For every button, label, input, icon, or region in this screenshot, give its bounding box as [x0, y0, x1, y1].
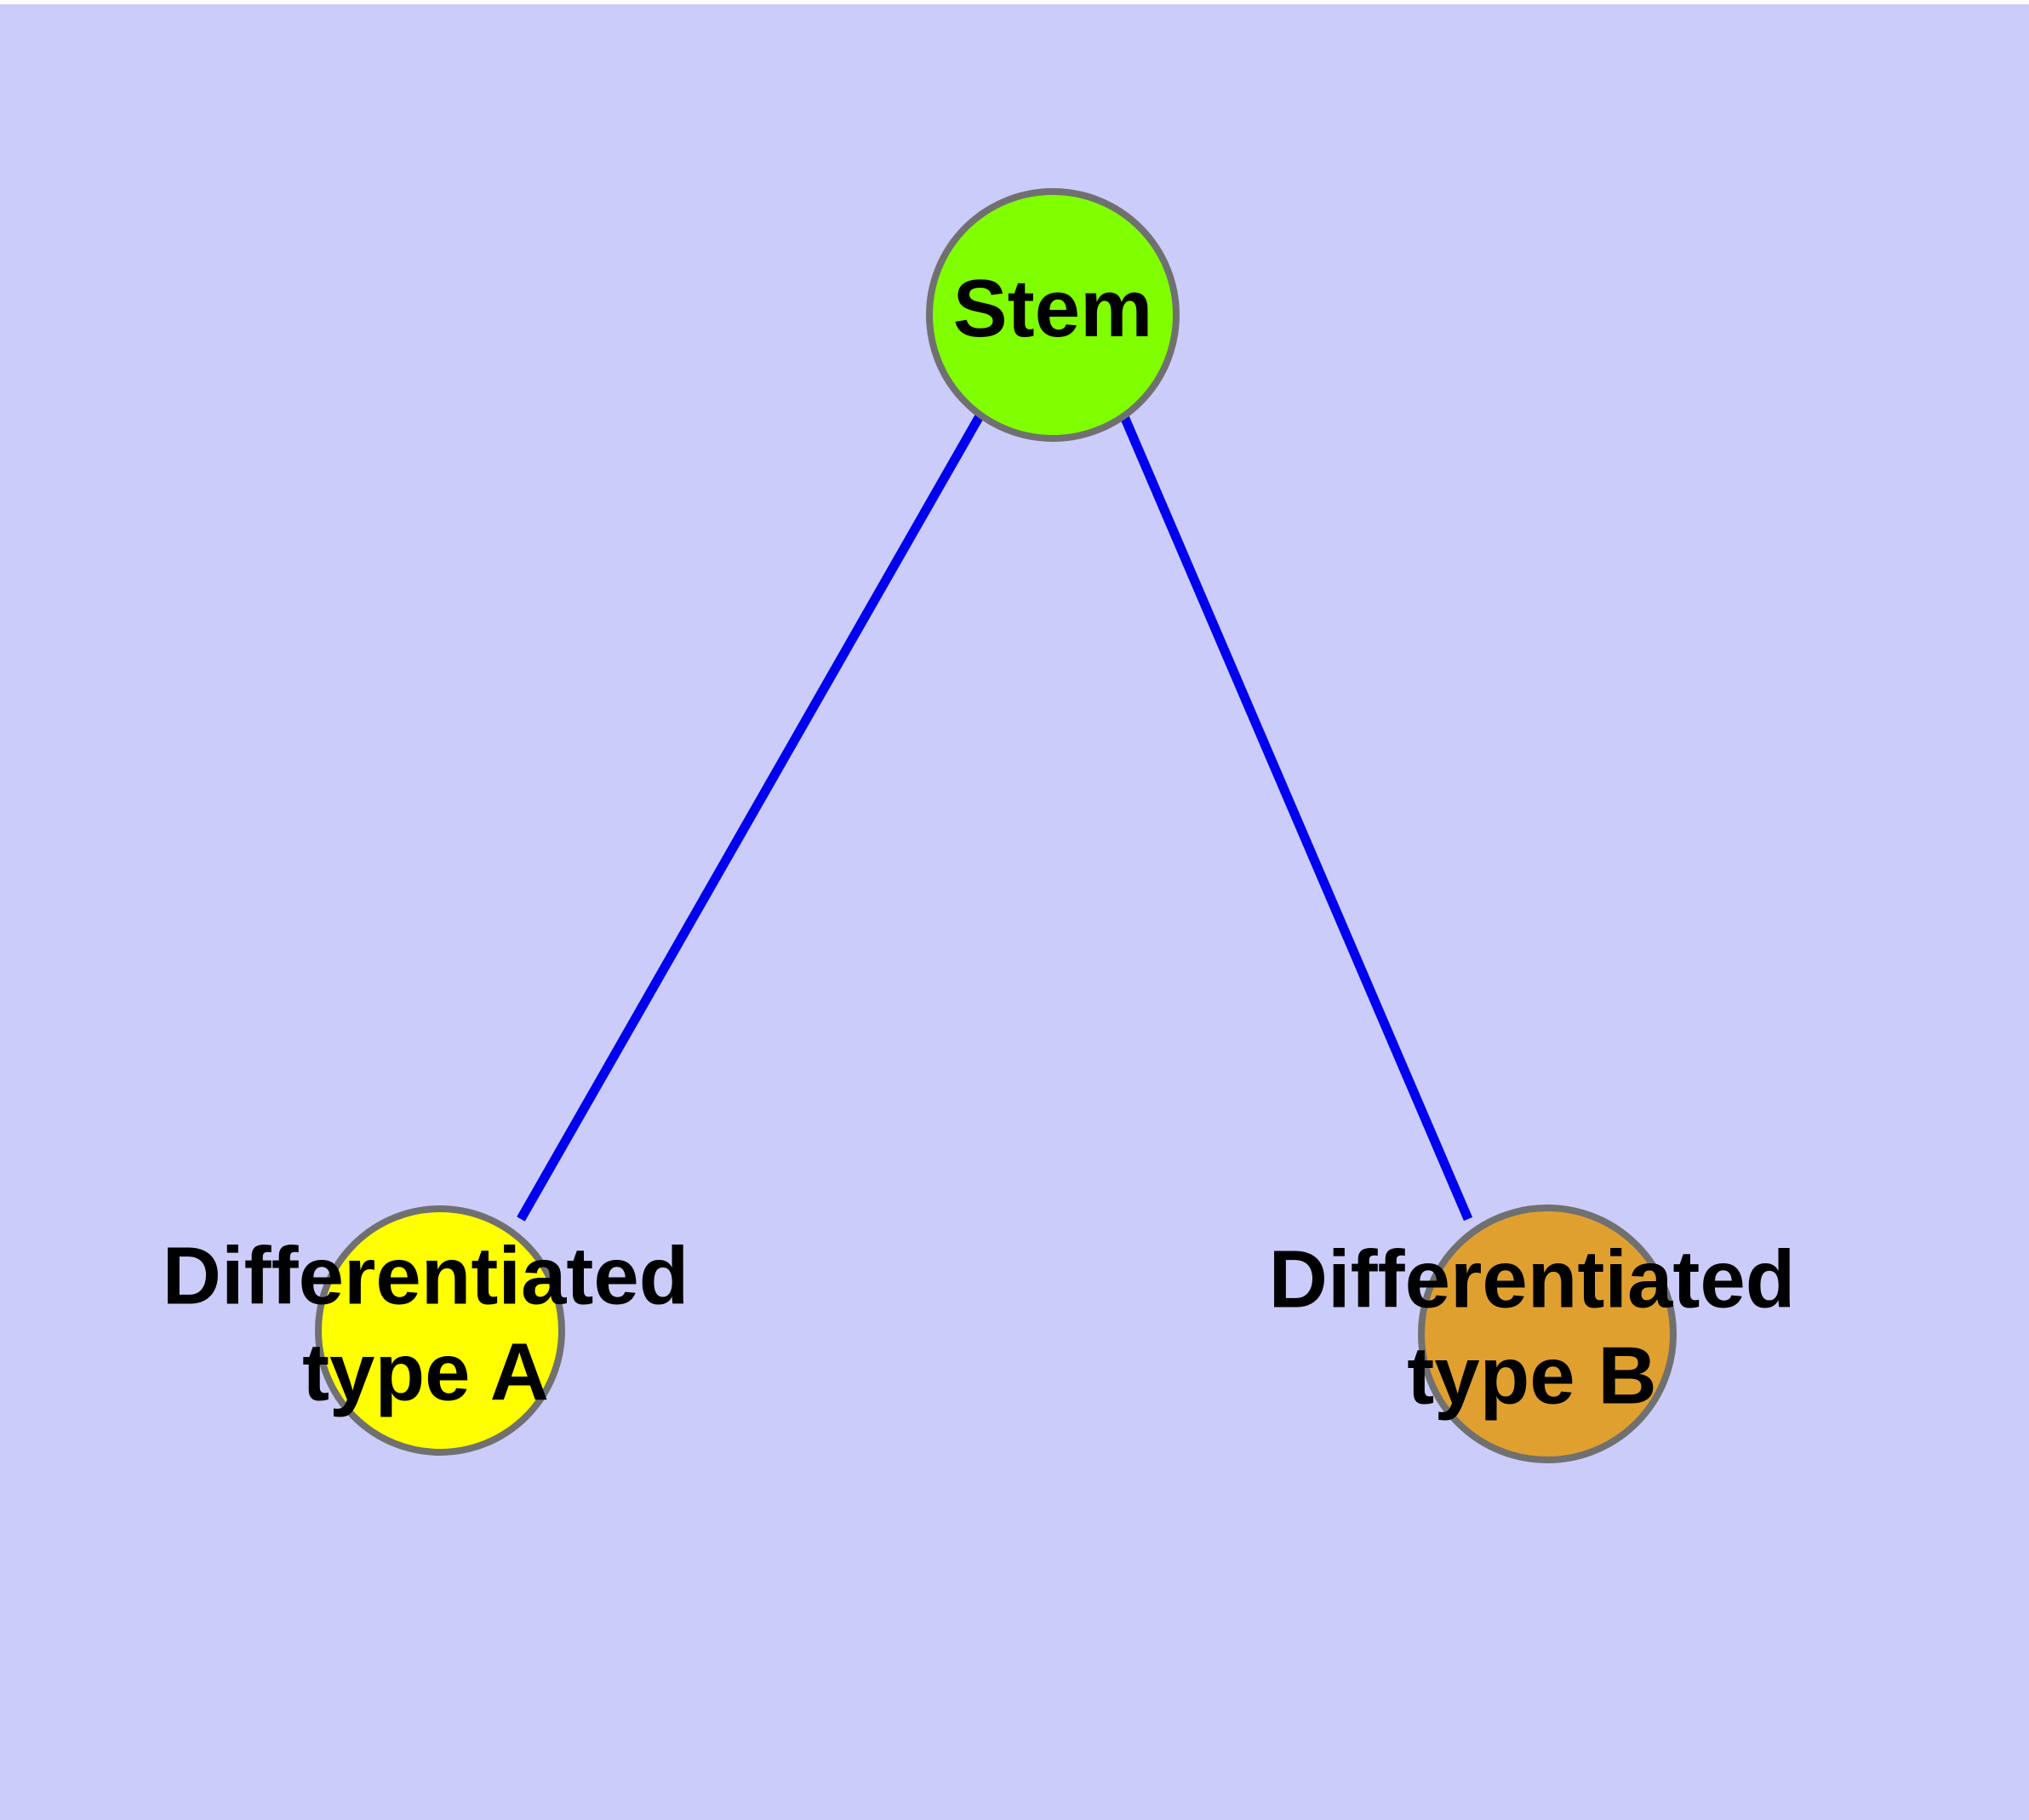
- edge-stem-diff-a[interactable]: [517, 412, 985, 1222]
- edges-layer: [517, 412, 1473, 1222]
- node-label-line: Stem: [953, 263, 1153, 354]
- node-circle-stem[interactable]: [926, 188, 1180, 442]
- edge-stem-diff-b[interactable]: [1118, 412, 1473, 1222]
- node-diff_a[interactable]: [315, 1205, 565, 1456]
- node-label-line: type A: [302, 1327, 549, 1418]
- node-diff_b[interactable]: [1418, 1205, 1677, 1463]
- node-label-line: Differentiated: [163, 1231, 689, 1322]
- node-circle-diff_a[interactable]: [315, 1205, 565, 1456]
- node-circle-diff_b[interactable]: [1418, 1205, 1677, 1463]
- node-label-line: Differentiated: [1269, 1234, 1796, 1325]
- node-stem[interactable]: [926, 188, 1180, 442]
- top-margin-strip: [0, 0, 2029, 4]
- node-label-stem: Stem: [953, 263, 1153, 354]
- node-label-line: type B: [1407, 1331, 1656, 1422]
